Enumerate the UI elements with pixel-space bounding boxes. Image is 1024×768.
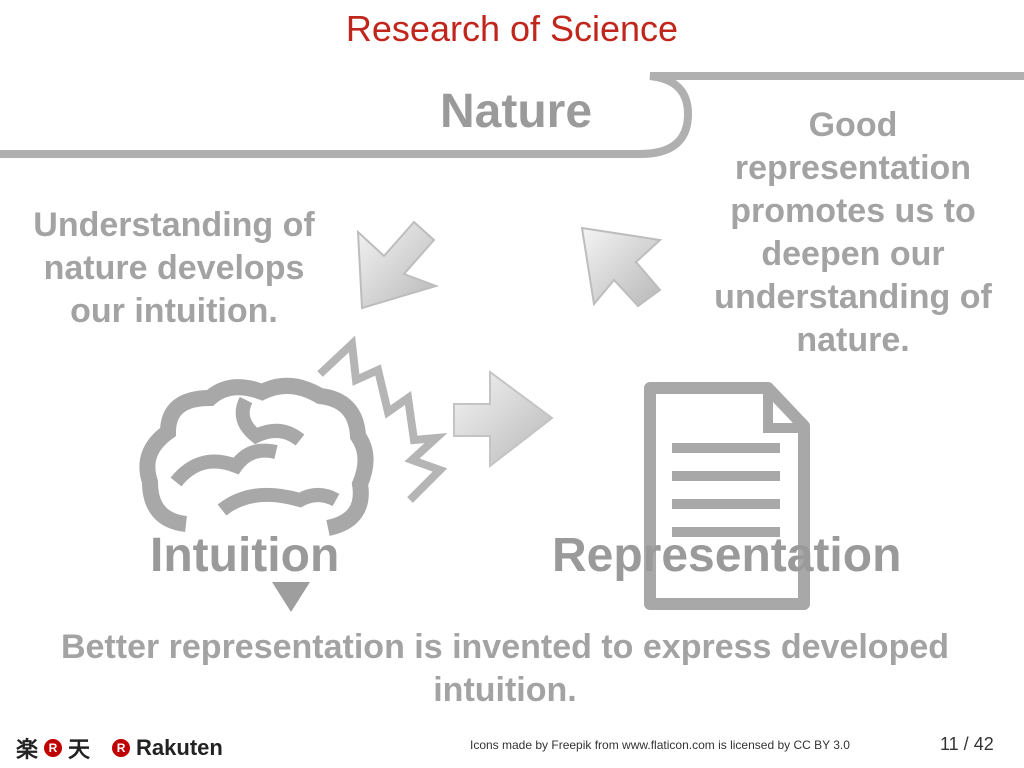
rakuten-logo: 楽 R 天 R Rakuten xyxy=(16,732,223,764)
logo-kanji-ten: 天 xyxy=(68,737,91,762)
slide-title: Research of Science xyxy=(345,8,679,49)
nature-label: Nature xyxy=(440,85,593,138)
logo-kanji-raku: 楽 xyxy=(16,737,39,762)
page-number: 11 / 42 xyxy=(940,734,994,754)
bottom-callout: Better representation is invented to exp… xyxy=(60,628,950,709)
brand-name: Rakuten xyxy=(136,735,223,760)
left-callout: Understanding of nature develops our int… xyxy=(33,206,315,330)
r-badge-icon-2: R xyxy=(112,739,131,757)
intuition-label: Intuition xyxy=(150,529,340,582)
r-badge-icon: R xyxy=(44,739,63,757)
nature-band-outline xyxy=(0,72,1024,158)
representation-label: Representation xyxy=(552,529,902,582)
right-callout: Good representation promotes us to deepe… xyxy=(714,106,992,359)
icon-credit: Icons made by Freepik from www.flaticon.… xyxy=(470,738,850,752)
